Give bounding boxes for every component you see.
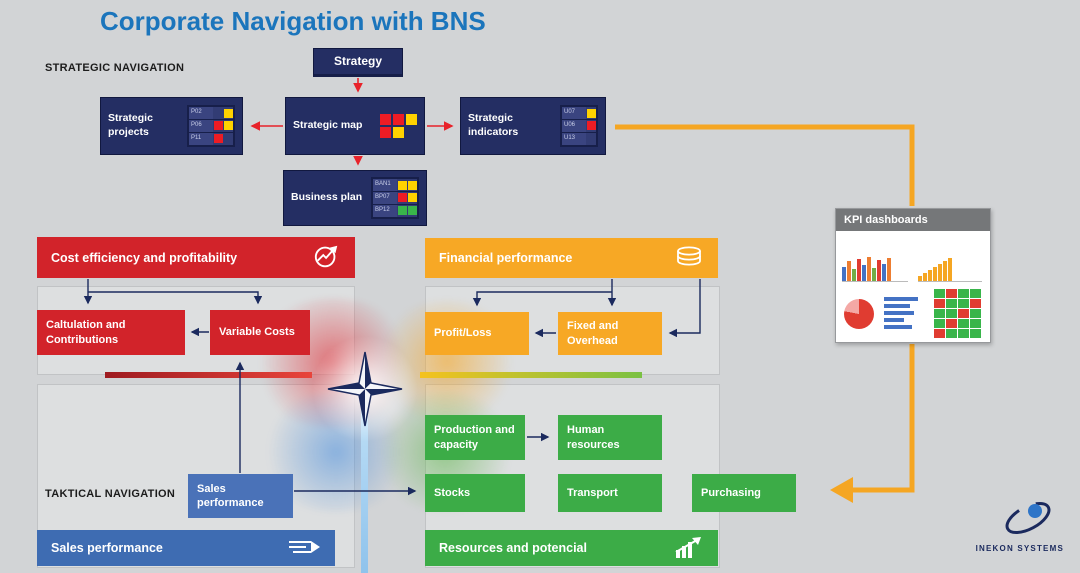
stocks-label: Stocks xyxy=(434,486,471,499)
kpi-heatmap xyxy=(934,289,981,338)
variable-costs-label: Variable Costs xyxy=(219,326,295,339)
human-resources-label: Human resources xyxy=(567,424,620,451)
orange-arrowhead xyxy=(830,477,853,503)
fixed-overhead-label: Fixed and Overhead xyxy=(567,320,619,347)
sales-performance-box-label: Sales performance xyxy=(197,482,264,509)
sales-performance-box: Sales performance xyxy=(188,474,293,518)
page-title: Corporate Navigation with BNS xyxy=(100,6,486,36)
sales-performance-banner: Sales performance xyxy=(37,530,335,566)
blue-vertical-bar xyxy=(361,402,368,573)
profit-loss-box: Profit/Loss xyxy=(425,312,529,355)
growth-chart-icon xyxy=(313,243,341,272)
inekon-logo-icon xyxy=(1005,501,1051,535)
compass-rose-icon xyxy=(327,351,403,427)
sales-performance-banner-label: Sales performance xyxy=(51,541,163,555)
strategic-map-label: Strategic map xyxy=(293,119,363,132)
cost-efficiency-banner: Cost efficiency and profitability xyxy=(37,237,355,278)
financial-performance-banner: Financial performance xyxy=(425,238,718,278)
orange-line-indicators-to-kpi xyxy=(615,124,915,206)
financial-performance-banner-label: Financial performance xyxy=(439,251,573,265)
coins-icon xyxy=(674,245,704,272)
production-capacity-label: Production and capacity xyxy=(434,424,515,451)
stocks-box: Stocks xyxy=(425,474,525,512)
resources-potential-banner: Resources and potencial xyxy=(425,530,718,566)
tactical-navigation-label: TAKTICAL NAVIGATION xyxy=(45,488,176,500)
red-gradient-bar xyxy=(105,372,312,378)
variable-costs-box: Variable Costs xyxy=(210,310,310,355)
purchasing-box: Purchasing xyxy=(692,474,796,512)
human-resources-box: Human resources xyxy=(558,415,662,460)
strategic-indicators-label: Strategic indicators xyxy=(468,112,519,138)
strategic-map-squares xyxy=(380,114,417,138)
kpi-bar-chart-1 xyxy=(842,239,908,282)
cost-efficiency-banner-label: Cost efficiency and profitability xyxy=(51,250,238,265)
kpi-horizontal-bars xyxy=(884,297,924,332)
kpi-bar-chart-2 xyxy=(918,239,982,282)
resources-potential-banner-label: Resources and potencial xyxy=(439,541,587,555)
trend-lines-icon xyxy=(287,536,321,561)
kpi-pie-chart xyxy=(844,299,874,329)
inekon-logo-text: INEKON SYSTEMS xyxy=(975,544,1064,553)
kpi-dashboards-window: KPI dashboards xyxy=(835,208,991,343)
fixed-overhead-box: Fixed and Overhead xyxy=(558,312,662,355)
purchasing-label: Purchasing xyxy=(701,486,761,499)
strategy-box: Strategy xyxy=(313,48,403,77)
strategic-navigation-label: STRATEGIC NAVIGATION xyxy=(45,62,185,74)
kpi-dashboards-title: KPI dashboards xyxy=(836,209,990,231)
strategy-box-label: Strategy xyxy=(333,53,383,68)
profit-loss-label: Profit/Loss xyxy=(434,327,492,340)
calculation-contributions-label: Caltulation and Contributions xyxy=(46,319,126,346)
business-plan-label: Business plan xyxy=(291,191,363,204)
calculation-contributions-box: Caltulation and Contributions xyxy=(37,310,185,355)
strategic-map-box: Strategic map xyxy=(285,97,425,155)
transport-box: Transport xyxy=(558,474,662,512)
production-capacity-box: Production and capacity xyxy=(425,415,525,460)
yellow-green-gradient-bar xyxy=(420,372,642,378)
strategic-projects-label: Strategic projects xyxy=(108,112,153,138)
transport-label: Transport xyxy=(567,486,618,499)
orange-line-kpi-to-tactical xyxy=(850,344,915,493)
bar-chart-arrow-icon xyxy=(672,535,704,562)
